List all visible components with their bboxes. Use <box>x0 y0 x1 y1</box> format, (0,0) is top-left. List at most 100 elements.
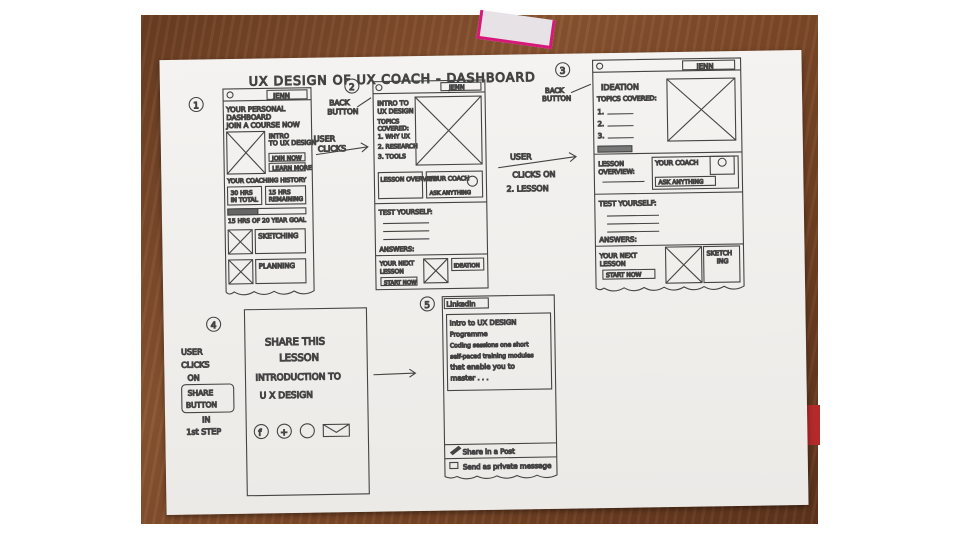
svg-text:BACK: BACK <box>329 98 351 107</box>
svg-text:Coding sessions one short: Coding sessions one short <box>450 341 529 349</box>
screen-3-ideation: JENN IDEATION TOPICS COVERED: 1. 2. 3. L… <box>591 57 745 292</box>
svg-text:PLANNING: PLANNING <box>259 262 295 271</box>
user-name-1: JENN <box>272 92 290 100</box>
svg-text:SHARE: SHARE <box>188 388 214 397</box>
step-4-annotation: 4 USER CLICKS ON SHARE BUTTON IN 1st STE… <box>180 316 235 437</box>
svg-text:LESSON: LESSON <box>279 353 319 365</box>
svg-text:3. TOOLS: 3. TOOLS <box>378 153 406 160</box>
sketch-title: UX DESIGN OF UX COACH - DASHBOARD <box>249 69 536 89</box>
arrow-user-clicks-lesson: USER CLICKS ON 2. LESSON <box>498 152 577 194</box>
svg-text:TEST YOURSELF:: TEST YOURSELF: <box>378 208 433 217</box>
svg-text:START NOW: START NOW <box>606 272 642 280</box>
screen-5-linkedin: 5 Linkedin Intro to UX DESIGN Programme … <box>419 294 558 480</box>
svg-text:Send as private message: Send as private message <box>463 462 552 471</box>
avatar-icon <box>226 91 234 99</box>
svg-text:YOUR COACHING HISTORY: YOUR COACHING HISTORY <box>226 177 306 185</box>
red-object <box>806 405 820 445</box>
image-placeholder <box>226 130 266 175</box>
user-name-2: JENN <box>448 83 465 91</box>
arrow-share <box>373 368 417 378</box>
svg-text:JOIN NOW: JOIN NOW <box>271 155 302 162</box>
message-icon <box>449 461 459 470</box>
svg-text:SKETCH: SKETCH <box>707 249 733 257</box>
svg-text:UX DESIGN: UX DESIGN <box>377 107 414 116</box>
facebook-icon <box>253 423 269 440</box>
svg-text:LESSON: LESSON <box>380 268 404 275</box>
svg-text:30 HRS: 30 HRS <box>231 190 253 197</box>
mail-icon <box>322 423 350 438</box>
svg-text:OVERVIEW:: OVERVIEW: <box>598 168 635 177</box>
svg-text:BACK: BACK <box>545 87 564 95</box>
svg-text:USER: USER <box>314 134 336 143</box>
svg-text:IN TOTAL: IN TOTAL <box>231 197 259 204</box>
svg-text:USER: USER <box>181 347 203 356</box>
svg-text:YOUR NEXT: YOUR NEXT <box>599 252 638 261</box>
svg-text:+: + <box>280 428 288 438</box>
svg-text:BUTTON: BUTTON <box>186 400 217 409</box>
step-number-1: 1 <box>193 101 199 111</box>
google-plus-icon <box>276 423 292 439</box>
svg-text:IDEATION: IDEATION <box>454 263 480 269</box>
svg-text:DASHBOARD: DASHBOARD <box>226 113 271 122</box>
svg-text:LESSON: LESSON <box>600 260 626 268</box>
svg-text:USER: USER <box>510 152 532 161</box>
svg-text:TO UX DESIGN: TO UX DESIGN <box>268 139 317 148</box>
svg-text:CLICKS ON: CLICKS ON <box>512 170 555 180</box>
svg-text:LEARN MORE: LEARN MORE <box>272 165 312 173</box>
svg-text:JOIN A COURSE NOW: JOIN A COURSE NOW <box>225 121 299 130</box>
svg-text:SHARE THIS: SHARE THIS <box>265 337 325 349</box>
svg-text:Programme: Programme <box>450 330 488 339</box>
svg-text:ON: ON <box>187 373 199 382</box>
svg-text:TOPICS COVERED:: TOPICS COVERED: <box>596 94 657 103</box>
svg-text:Share in a Post: Share in a Post <box>463 448 516 457</box>
svg-text:U X DESIGN: U X DESIGN <box>260 391 313 402</box>
screen-4-share: SHARE THIS LESSON INTRODUCTION TO U X DE… <box>243 307 370 497</box>
svg-text:YOUR NEXT: YOUR NEXT <box>379 260 415 268</box>
svg-text:YOUR COACH: YOUR COACH <box>654 159 699 168</box>
progress-fill <box>227 207 259 216</box>
linkedin-icon <box>299 423 315 439</box>
svg-text:INTRODUCTION TO: INTRODUCTION TO <box>255 372 341 383</box>
svg-text:CLICKS: CLICKS <box>181 360 209 369</box>
user-name-3: JENN <box>696 62 714 70</box>
svg-text:ING: ING <box>717 257 729 265</box>
svg-text:START NOW: START NOW <box>384 280 417 287</box>
back-button-annotation: BACK BUTTON 2 <box>327 78 372 117</box>
back-button-annotation-3: BACK BUTTON 3 <box>542 62 592 104</box>
svg-text:1.: 1. <box>597 108 604 116</box>
svg-text:f: f <box>258 429 262 439</box>
svg-text:REMAINING: REMAINING <box>269 196 304 204</box>
step-number-5: 5 <box>424 301 430 311</box>
svg-text:Intro to UX DESIGN: Intro to UX DESIGN <box>450 318 517 327</box>
step-number-2: 2 <box>349 83 355 93</box>
svg-text:1st STEP: 1st STEP <box>186 427 221 437</box>
svg-text:master . . .: master . . . <box>450 374 488 383</box>
step-number-4: 4 <box>211 321 217 331</box>
svg-text:COVERED:: COVERED: <box>378 125 409 132</box>
svg-text:INTRO TO: INTRO TO <box>377 99 409 107</box>
svg-text:LESSON OVERVIEW: LESSON OVERVIEW <box>380 176 438 184</box>
svg-text:ANSWERS:: ANSWERS: <box>599 236 637 245</box>
step-number-3: 3 <box>560 67 566 77</box>
svg-text:ASK ANYTHING: ASK ANYTHING <box>430 190 471 197</box>
pencil-icon <box>449 445 462 456</box>
svg-text:15 HRS: 15 HRS <box>269 189 291 196</box>
svg-text:ANSWERS:: ANSWERS: <box>379 245 414 254</box>
svg-text:YOUR PERSONAL: YOUR PERSONAL <box>225 105 285 114</box>
svg-text:BUTTON: BUTTON <box>327 107 358 116</box>
screen-2-lesson: JENN INTRO TO UX DESIGN TOPICS COVERED: … <box>372 79 489 291</box>
svg-text:that enable you to: that enable you to <box>450 363 515 372</box>
svg-text:TOPICS: TOPICS <box>376 118 399 125</box>
svg-text:self-paced training modules: self-paced training modules <box>450 352 533 360</box>
svg-text:TEST YOURSELF:: TEST YOURSELF: <box>598 199 657 208</box>
screen-1-dashboard: 1 JENN YOUR PERSONAL DASHBOARD JOIN A CO… <box>188 87 317 296</box>
svg-text:2. RESEARCH: 2. RESEARCH <box>378 143 418 151</box>
svg-text:2. LESSON: 2. LESSON <box>506 184 548 194</box>
svg-text:ASK ANYTHING: ASK ANYTHING <box>658 179 704 187</box>
svg-text:1. WHY UX: 1. WHY UX <box>378 133 410 141</box>
svg-text:YOUR COACH: YOUR COACH <box>428 175 469 183</box>
svg-text:INTRO: INTRO <box>269 132 290 140</box>
linkedin-header: Linkedin <box>446 300 475 308</box>
svg-text:2.: 2. <box>597 120 604 128</box>
